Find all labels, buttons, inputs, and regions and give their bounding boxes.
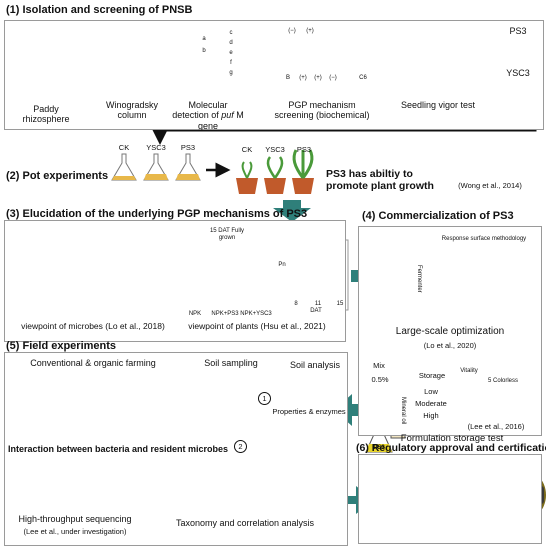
section-6-title: (6) Regulatory approval and certificatio… xyxy=(356,442,546,454)
plot-tick-8: 8 xyxy=(294,301,298,307)
section-5-title: (5) Field experiments xyxy=(6,340,117,352)
molecular-label-pre: Molecular detection of xyxy=(172,100,228,121)
seedling-label: Seedling vigor test xyxy=(400,100,476,110)
section-2-title: (2) Pot experiments xyxy=(6,170,109,182)
props-label: Properties & enzymes xyxy=(272,407,346,416)
pot-flasks xyxy=(111,153,201,181)
section-4-box xyxy=(358,226,542,436)
plate-sign-neg: (−) xyxy=(288,28,296,34)
pot-ref: (Wong et al., 2014) xyxy=(458,181,522,190)
winogradsky-label: Winogradsky column xyxy=(105,100,159,121)
large-scale-ref: (Lo et al., 2020) xyxy=(423,341,477,350)
pot-label-ck: CK xyxy=(241,145,253,154)
section-6-box xyxy=(358,454,542,544)
badge-certified: Certified xyxy=(448,490,480,499)
plants-viewpoint-label: viewpoint of plants (Hsu et al., 2021) xyxy=(188,321,326,331)
pot-result-message: PS3 has abiltiy to promote plant growth xyxy=(326,168,434,193)
fermenter-label: Fermenter xyxy=(416,265,422,293)
pot-label-ysc3: YSC3 xyxy=(265,145,285,154)
rsm-label: Response surface methodology xyxy=(441,236,527,242)
molecular-label-gene: puf xyxy=(221,110,234,121)
mix-label: Mix xyxy=(373,361,385,370)
assay-pos-1: (+) xyxy=(299,75,307,81)
section-5-box xyxy=(4,352,348,546)
dna-letter-c: c xyxy=(229,30,233,36)
ps3-strain-label: PS3 xyxy=(509,26,527,36)
section-4-title: (4) Commercialization of PS3 xyxy=(362,210,514,222)
ysc3-strain-label: YSC3 xyxy=(506,68,530,78)
arrow-4-to-5 xyxy=(334,394,362,426)
colorless-label: 5 Colorless xyxy=(487,378,518,384)
plate-sign-pos: (+) xyxy=(306,28,314,34)
plot-tick-15: 15 xyxy=(336,301,344,307)
dna-letter-g: g xyxy=(229,70,233,76)
dna-letter-d: d xyxy=(229,40,233,46)
badge-patent: Patent xyxy=(505,490,531,499)
plot-xlabel: DAT xyxy=(310,308,322,314)
soil-analysis-label: Soil analysis xyxy=(289,360,341,370)
microbes-viewpoint-label: viewpoint of microbes (Lo et al., 2018) xyxy=(21,321,165,331)
badge-approved: APPROVED xyxy=(381,490,427,499)
pct-label: 0.5% xyxy=(371,375,389,384)
pgp-label: PGP mechanism screening (biochemical) xyxy=(274,100,370,121)
flask-label-ps3: PS3 xyxy=(180,143,196,152)
farming-label: Conventional & organic farming xyxy=(30,358,156,368)
flask-label-ysc3: YSC3 xyxy=(146,143,166,152)
section-3-box xyxy=(4,220,346,342)
section-1-box xyxy=(4,20,544,130)
dna-letter-f: f xyxy=(230,60,232,66)
hts-ref: (Lee et al., under investigation) xyxy=(23,527,127,536)
paddy-label: Paddy rhizosphere xyxy=(22,104,70,125)
assay-pos-2: (+) xyxy=(314,75,322,81)
sampling-label: Soil sampling xyxy=(204,358,258,368)
assay-b: B xyxy=(285,75,290,81)
step-2-marker: 2 xyxy=(234,440,247,453)
level-low: Low xyxy=(424,387,438,396)
arrow-2-to-3 xyxy=(273,200,311,222)
assay-neg: (−) xyxy=(329,75,337,81)
plot-tick-11: 11 xyxy=(314,301,322,307)
hts-label: High-throughput sequencing xyxy=(18,514,132,524)
mineral-oil-label: Mineral oil xyxy=(400,397,406,425)
taxonomy-label: Taxonomy and correlation analysis xyxy=(175,518,315,528)
pot-label-ps3: PS3 xyxy=(296,145,312,154)
leaf-label-npk: NPK xyxy=(188,311,202,317)
level-moderate: Moderate xyxy=(415,399,447,408)
dna-letter-e: e xyxy=(229,50,233,56)
section-1-title: (1) Isolation and screening of PNSB xyxy=(6,4,193,16)
step-1-marker: 1 xyxy=(258,392,271,405)
molecular-label: Molecular detection of puf M gene xyxy=(170,100,246,131)
large-scale-label: Large-scale optimization xyxy=(395,326,505,337)
interaction-label: Interaction between bacteria and residen… xyxy=(8,444,229,454)
assay-c6: C6 xyxy=(359,75,367,81)
dna-letter-a: a xyxy=(202,36,206,42)
ps3-flask-label: PS3 xyxy=(373,445,385,451)
formulation-ref: (Lee et al., 2016) xyxy=(467,422,525,431)
storage-label: Storage xyxy=(418,371,446,380)
dna-letter-b: b xyxy=(202,48,206,54)
level-high: High xyxy=(423,411,439,420)
section-3-title: (3) Elucidation of the underlying PGP me… xyxy=(6,208,308,220)
dat-title: 15 DAT Fully grown xyxy=(209,228,245,241)
plant-pots xyxy=(236,149,314,194)
leaf-label-npk-ysc3: NPK+YSC3 xyxy=(240,311,272,317)
plot-ylabel: Pn xyxy=(278,262,286,268)
formulation-label: Formulation storage test xyxy=(400,433,504,444)
flask-label-ck: CK xyxy=(118,143,130,152)
vitality-label: Vitality xyxy=(460,368,478,374)
leaf-label-npk-ps3: NPK+PS3 xyxy=(211,311,239,317)
molecular-label-post: M gene xyxy=(197,110,244,131)
